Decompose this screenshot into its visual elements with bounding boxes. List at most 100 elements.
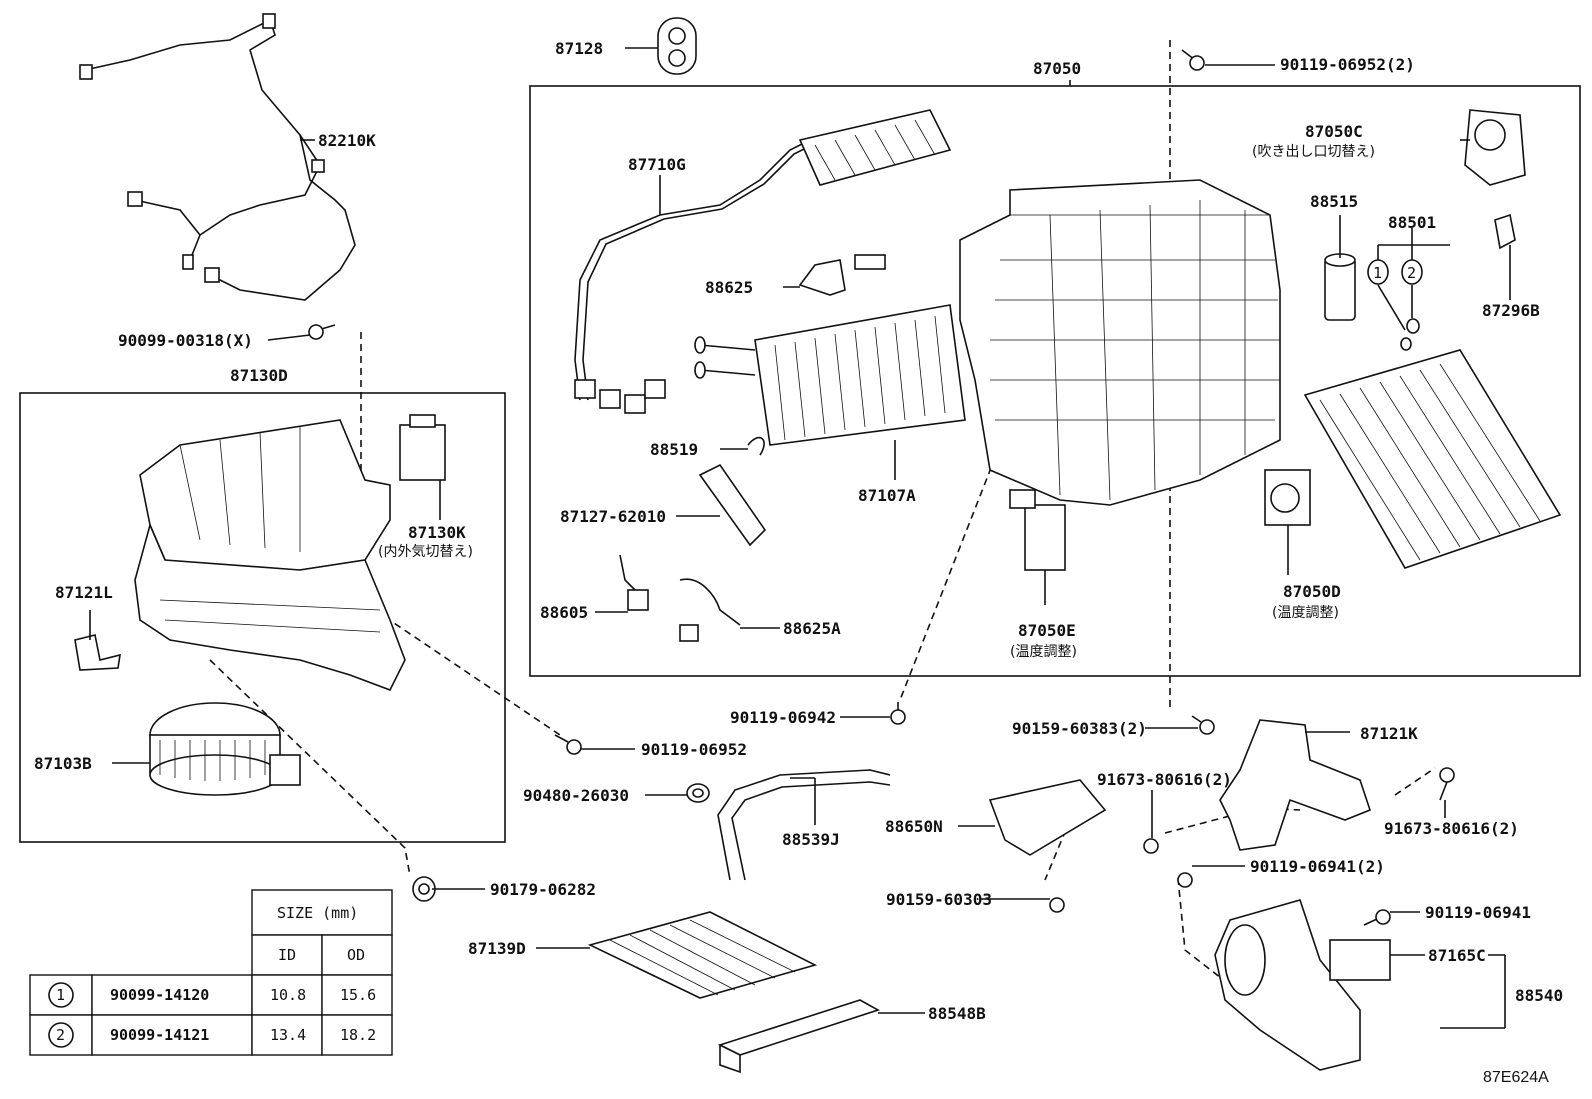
bolt-90119-06952-top-part	[1181, 49, 1205, 71]
servo-87050d-part	[1264, 469, 1311, 526]
label-88605: 88605	[540, 603, 588, 622]
label-87050c-note: (吹き出し口切替え)	[1252, 144, 1375, 160]
pad-87127-62010-part	[698, 463, 767, 547]
hose-88539j-part	[717, 769, 891, 881]
label-87130d: 87130D	[230, 366, 288, 385]
label-87050d: 87050D	[1283, 582, 1341, 601]
duct-87121k-part	[1219, 719, 1371, 851]
label-90159-60303: 90159-60303	[886, 890, 992, 909]
label-88625a: 88625A	[783, 619, 841, 638]
label-88548b: 88548B	[928, 1004, 986, 1023]
label-87130k-note: (内外気切替え)	[378, 544, 473, 560]
label-91673-80616-2b: 91673-80616(2)	[1384, 819, 1519, 838]
label-90179-06282: 90179-06282	[490, 880, 596, 899]
size-table-row1-id: 10.8	[270, 986, 306, 1004]
clip-88519-part	[747, 436, 765, 456]
svg-text:1: 1	[1373, 264, 1382, 282]
bolt-90099-00318-part	[308, 324, 336, 340]
label-87050: 87050	[1033, 59, 1081, 78]
nut-91673-80616-a-part	[1143, 838, 1159, 854]
servo-87130k-part	[399, 414, 446, 481]
label-90099-00318: 90099-00318(X)	[118, 331, 253, 350]
evaporator-part	[1303, 349, 1562, 569]
label-90119-06952: 90119-06952	[641, 740, 747, 759]
label-87103b: 87103B	[34, 754, 92, 773]
label-90119-06941-2: 90119-06941(2)	[1250, 857, 1385, 876]
label-87121l: 87121L	[55, 583, 113, 602]
size-table-col-id: ID	[278, 946, 296, 964]
screw-90159-60303-part	[1049, 897, 1065, 913]
callout-1-marker: 1	[1367, 259, 1389, 285]
label-91673-80616-2a: 91673-80616(2)	[1097, 770, 1232, 789]
heater-core-87107a-part	[694, 304, 966, 446]
label-87050c: 87050C	[1305, 122, 1363, 141]
label-90119-06942: 90119-06942	[730, 708, 836, 727]
label-87139d: 87139D	[468, 939, 526, 958]
screw-90119-06941-part	[1363, 909, 1391, 926]
o-rings-88501-part	[1377, 244, 1450, 351]
label-90119-06952-2: 90119-06952(2)	[1280, 55, 1415, 74]
clip-88625-part	[798, 254, 886, 296]
wire-harness-82210k-part	[79, 13, 356, 301]
size-table-row1-part: 90099-14120	[110, 986, 209, 1004]
label-87050d-note: (温度調整)	[1272, 605, 1339, 621]
label-88625: 88625	[705, 278, 753, 297]
grommet-87128-part	[657, 17, 697, 75]
figure-code: 87E624A	[1483, 1069, 1549, 1086]
screw-90119-06941-2-part	[1177, 872, 1193, 888]
label-90480-26030: 90480-26030	[523, 786, 629, 805]
label-87107a: 87107A	[858, 486, 916, 505]
label-88519: 88519	[650, 440, 698, 459]
size-table-row2-mark: 2	[56, 1026, 65, 1044]
bolt-90119-06952-part	[554, 734, 582, 755]
blower-case-87130d-part	[134, 419, 406, 692]
valve-88515-part	[1324, 253, 1356, 321]
sensor-88625a-part	[679, 578, 741, 642]
servo-87050e-part	[1009, 489, 1066, 571]
label-88515: 88515	[1310, 192, 1358, 211]
servo-87165c-part	[1329, 939, 1391, 981]
label-87165c: 87165C	[1428, 946, 1486, 965]
label-90119-06941: 90119-06941	[1425, 903, 1531, 922]
label-87710g: 87710G	[628, 155, 686, 174]
label-leaders	[89, 47, 1511, 1029]
bracket-87296b-part	[1494, 213, 1516, 250]
size-table: SIZE (mm) ID OD 1 90099-14120 10.8 15.6 …	[29, 889, 393, 1056]
size-table-col-od: OD	[347, 946, 365, 964]
servo-87050c-part	[1464, 109, 1526, 186]
size-table-row2-od: 18.2	[340, 1026, 376, 1044]
hvac-case-87050-part	[959, 179, 1281, 506]
ecu-88650n-part	[988, 779, 1107, 856]
label-88540: 88540	[1515, 986, 1563, 1005]
screw-90119-06942-part	[890, 702, 906, 725]
label-87130k: 87130K	[408, 523, 466, 542]
label-87128: 87128	[555, 39, 603, 58]
label-90159-60383-2: 90159-60383(2)	[1012, 719, 1147, 738]
size-table-row2-id: 13.4	[270, 1026, 306, 1044]
label-87050e: 87050E	[1018, 621, 1076, 640]
label-88539j: 88539J	[782, 830, 840, 849]
filter-87139d-part	[587, 911, 818, 999]
label-87127-62010: 87127-62010	[560, 507, 666, 526]
size-table-row2-part: 90099-14121	[110, 1026, 209, 1044]
blower-motor-87103b-part	[149, 702, 301, 796]
label-88650n: 88650N	[885, 817, 943, 836]
blower-assembly-group-box	[19, 392, 506, 843]
screw-90159-60383-part	[1191, 715, 1215, 735]
label-87121k: 87121K	[1360, 724, 1418, 743]
grommet-90179-06282-part	[412, 876, 436, 902]
heater-unit-group-box	[529, 85, 1581, 677]
size-table-row1-od: 15.6	[340, 986, 376, 1004]
callout-2-marker: 2	[1401, 259, 1423, 285]
svg-text:2: 2	[1407, 264, 1416, 282]
heater-core-top-part	[798, 109, 952, 186]
label-82210k: 82210K	[318, 131, 376, 150]
label-87296b: 87296B	[1482, 301, 1540, 320]
bracket-87121l-part	[74, 634, 121, 671]
grommet-90480-26030-part	[686, 783, 710, 803]
filter-88548b-part	[717, 999, 880, 1074]
harness-87710g-part	[574, 139, 815, 414]
sensor-88605-part	[619, 554, 649, 611]
